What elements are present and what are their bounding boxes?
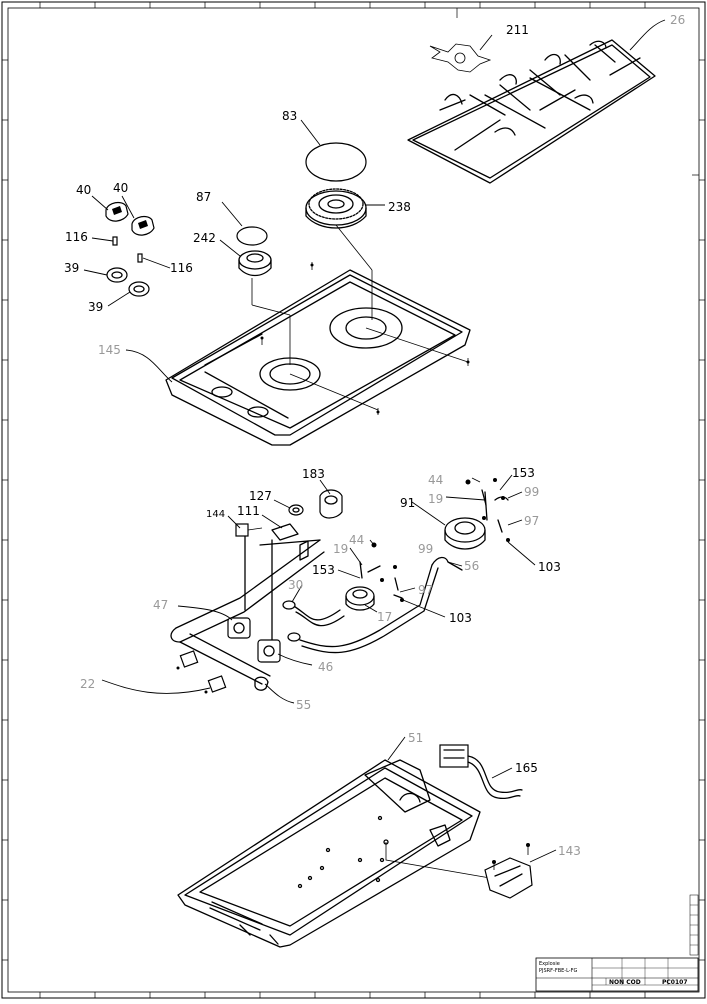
washer-127 [288,504,304,516]
title-model-code: PJSRF-FBE-L-FG [539,968,577,974]
label-55: 55 [296,698,311,712]
label-22: 22 [80,677,95,691]
part-labels: 211 26 83 238 87 242 40 40 116 116 39 39… [64,13,685,858]
gas-pipe-network [170,534,463,685]
bracket-111 [271,523,299,541]
label-39-left: 39 [64,261,79,275]
bracket-143 [484,843,533,899]
label-242: 242 [193,231,216,245]
pan-support-grid [407,39,656,184]
label-103-top: 103 [538,560,561,574]
title-block: Explosie PJSRF-FBE-L-FG NON COD PC0107 [535,894,699,992]
label-97-bottom: 97 [418,583,433,597]
label-83: 83 [282,109,297,123]
label-238: 238 [388,200,411,214]
label-111: 111 [237,504,260,518]
label-56: 56 [464,559,479,573]
small-burner-cap [236,226,268,246]
spring-left [112,236,118,246]
clamps-22 [176,650,227,694]
label-165: 165 [515,761,538,775]
burner-body-91 [444,517,486,550]
leader-lines [83,19,666,863]
label-116-left: 116 [65,230,88,244]
label-87: 87 [196,190,211,204]
label-144: 144 [206,509,225,520]
label-211: 211 [506,23,529,37]
bottom-casing-51 [177,759,491,948]
label-40-right: 40 [113,181,128,195]
terminal-block-165 [439,744,523,800]
bezel-right [128,281,150,297]
bezel-left [106,267,128,283]
label-183: 183 [302,467,325,481]
label-51: 51 [408,731,423,745]
label-127: 127 [249,489,272,503]
label-44-bottom: 44 [349,533,364,547]
gas-inlet-55 [254,676,269,691]
label-19-top: 19 [428,492,443,506]
gas-cock-46 [257,639,281,663]
label-17: 17 [377,610,392,624]
label-97-top: 97 [524,514,539,528]
label-103-bottom: 103 [449,611,472,625]
title-drawing-number: PC0107 [662,979,688,986]
knob-left [105,201,129,222]
label-39-right: 39 [88,300,103,314]
spring-right [137,253,143,263]
label-19-bottom: 19 [333,542,348,556]
knob-right [131,215,155,236]
burner-body-17 [345,586,375,611]
large-burner-238 [305,188,373,320]
gas-cock-47 [227,617,251,639]
label-153-top: 153 [512,466,535,480]
label-26: 26 [670,13,685,27]
injector-connector-30 [282,600,301,642]
label-40-left: 40 [76,183,91,197]
hob-top-plate [165,262,471,446]
gas-elbow-183 [319,489,343,519]
label-99-bottom: 99 [418,542,433,556]
label-46: 46 [318,660,333,674]
label-47: 47 [153,598,168,612]
label-145: 145 [98,343,121,357]
label-143: 143 [558,844,581,858]
title-model-label: Explosie [539,961,560,967]
label-116-right: 116 [170,261,193,275]
label-99-top: 99 [524,485,539,499]
large-burner-cap [305,142,367,182]
connector-144 [235,523,263,537]
small-burner-242 [238,250,291,365]
wok-trivet [429,43,492,73]
label-153-bottom: 153 [312,563,335,577]
title-stamp: NON COD [609,979,641,986]
ignition-parts [359,478,510,602]
label-44-top: 44 [428,473,443,487]
label-91: 91 [400,496,415,510]
label-30: 30 [288,578,303,592]
